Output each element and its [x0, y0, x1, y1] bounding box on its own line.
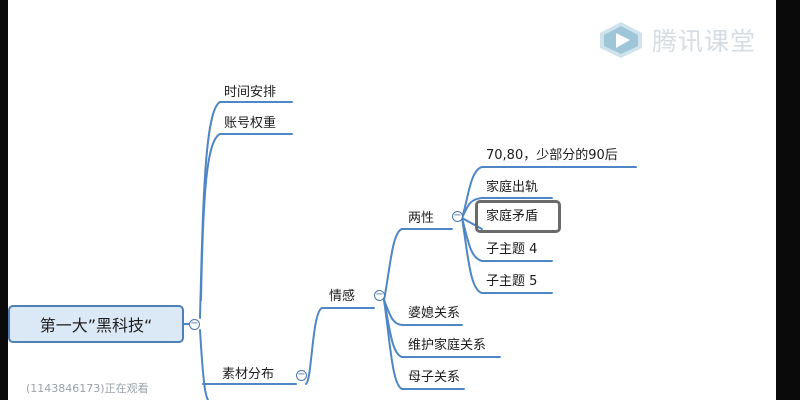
node-emotion-child-3[interactable]: 母子关系	[408, 370, 461, 385]
node-gender-child-1[interactable]: 70,80，少部分的90后	[486, 148, 618, 163]
video-left-border	[0, 0, 8, 400]
logo-text: 腾讯课堂	[652, 27, 757, 56]
node-gender[interactable]: 两性	[408, 211, 435, 226]
collapse-toggle-gender[interactable]: −	[452, 210, 463, 222]
node-gender-child-3[interactable]: 家庭矛盾	[486, 209, 539, 224]
node-time-schedule[interactable]: 时间安排	[224, 85, 277, 100]
selected-node-highlight	[475, 200, 561, 233]
node-account-weight[interactable]: 账号权重	[224, 116, 277, 131]
node-gender-child-5[interactable]: 子主题 5	[486, 274, 538, 289]
collapse-toggle-emotion[interactable]: −	[374, 289, 385, 301]
node-emotion[interactable]: 情感	[329, 289, 356, 304]
node-emotion-child-2[interactable]: 维护家庭关系	[408, 338, 487, 353]
tencent-classroom-logo: 腾讯课堂	[598, 20, 756, 60]
play-icon	[600, 22, 642, 58]
video-right-border	[776, 0, 800, 400]
root-node[interactable]: 第一大”黑科技“	[8, 305, 184, 343]
node-material-distribution[interactable]: 素材分布	[222, 367, 275, 382]
node-gender-child-4[interactable]: 子主题 4	[486, 242, 538, 257]
collapse-toggle-material[interactable]: −	[296, 369, 307, 381]
viewer-status: (1143846173)正在观看	[26, 382, 149, 395]
node-emotion-child-1[interactable]: 婆媳关系	[408, 306, 461, 321]
node-gender-child-2[interactable]: 家庭出轨	[486, 180, 539, 195]
collapse-toggle-root[interactable]: −	[189, 318, 200, 330]
